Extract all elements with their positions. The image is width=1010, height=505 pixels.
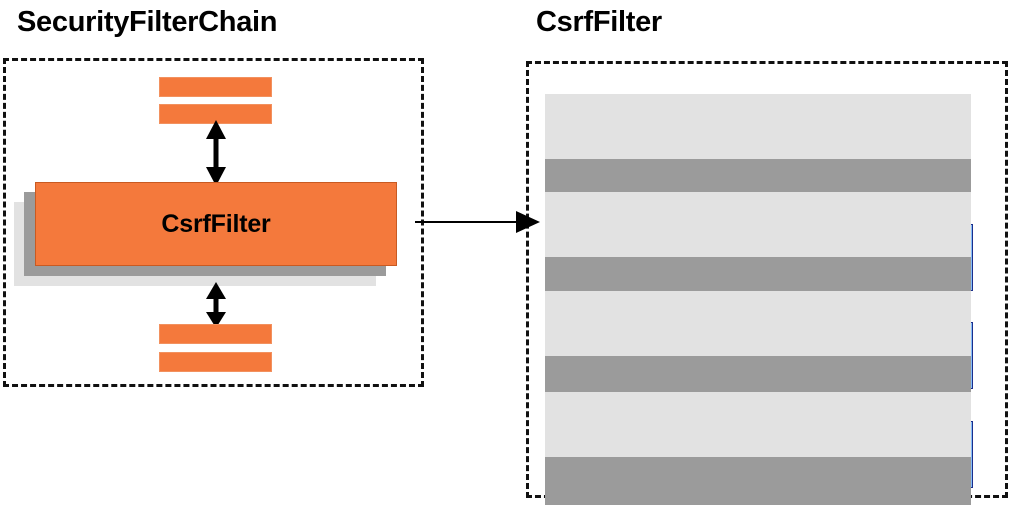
collaborator-shadow-light	[545, 192, 971, 257]
csrf-filter-label: CsrfFilter	[161, 209, 271, 238]
collaborator-box-request-matcher[interactable]: RequestMatcher	[545, 392, 988, 505]
collaborator-shadow-dark	[545, 457, 971, 505]
collaborator-box-csrf-token-request-handler[interactable]: CsrfTokenRequestHandler	[545, 192, 988, 389]
filter-bar-below-2	[159, 352, 272, 372]
collaborator-shadow-light	[545, 94, 971, 159]
double-arrow-below-icon	[206, 282, 226, 328]
collaborator-box-access-denied-handler[interactable]: AccessDeniedHandler	[545, 291, 988, 488]
filter-bar-below-1	[159, 324, 272, 344]
page-title-security-filter-chain: SecurityFilterChain	[17, 6, 278, 38]
page-title-csrf-filter: CsrfFilter	[536, 6, 662, 38]
collaborator-shadow-light	[545, 392, 971, 457]
filter-bar-above-1	[159, 77, 272, 97]
collaborator-shadow-light	[545, 291, 971, 356]
connector-arrow-icon	[415, 211, 540, 233]
double-arrow-above-icon	[206, 120, 226, 186]
csrf-filter-face: CsrfFilter	[35, 182, 397, 266]
csrf-filter-box[interactable]: CsrfFilter	[14, 182, 397, 286]
collaborator-box-csrf-token-repository[interactable]: CsrfTokenRepository	[545, 94, 988, 291]
